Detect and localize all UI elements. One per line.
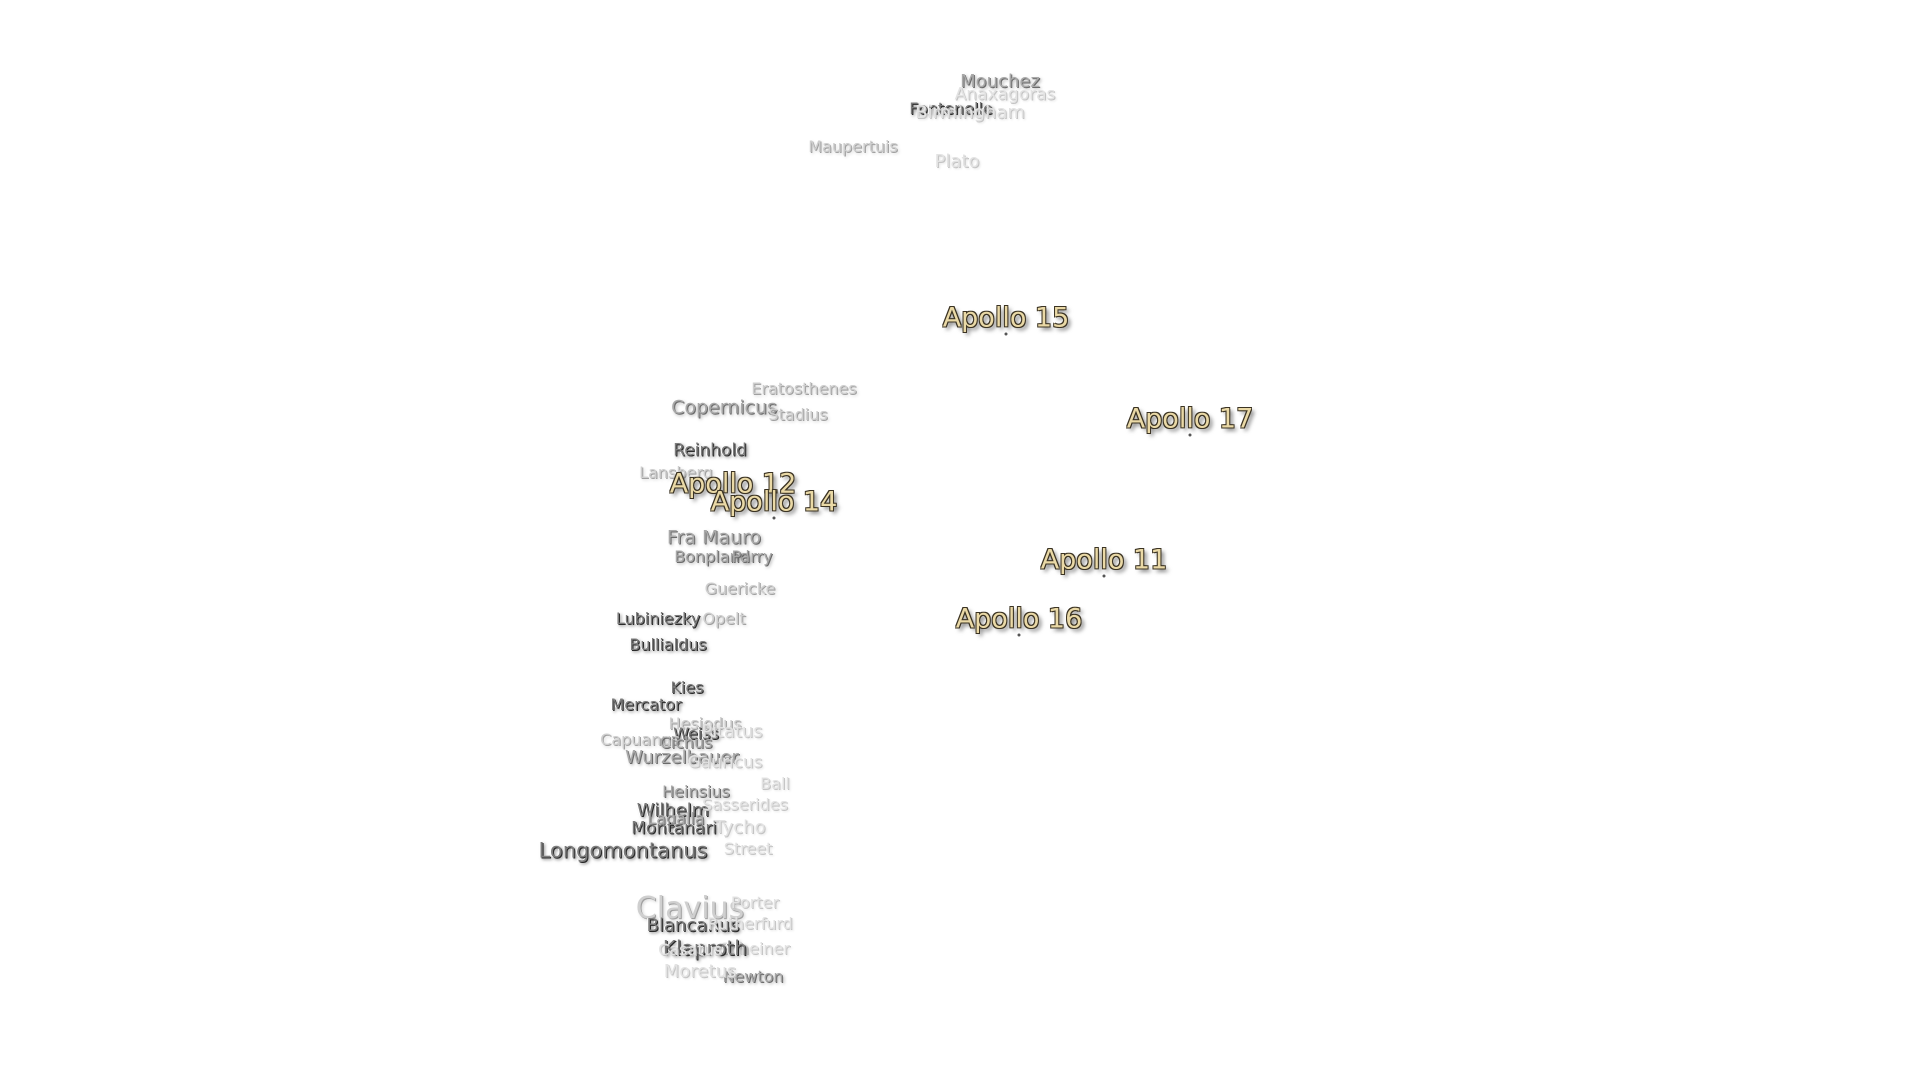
landing-site-label-apollo-12[interactable]: Apollo 12 (669, 468, 797, 500)
crater-label-street: Street (723, 839, 773, 858)
crater-label-bullialdus: Bullialdus (629, 635, 707, 654)
crater-label-tycho: Tycho (714, 817, 766, 838)
crater-label-blancanus: Blancanus (646, 915, 740, 936)
crater-label-capuanus: Capuanus (600, 730, 680, 749)
landing-site-label-apollo-11[interactable]: Apollo 11 (1040, 544, 1168, 576)
crater-label-wurzelbauer: Wurzelbauer (625, 747, 739, 768)
landing-site-marker-apollo-12[interactable] (731, 498, 735, 502)
crater-label-parry: Parry (731, 547, 773, 566)
crater-label-anaxagoras: Anaxagoras (954, 84, 1056, 105)
crater-label-pitatus: Pitatus (701, 721, 763, 742)
crater-label-montanari: Montanari (631, 818, 717, 839)
crater-label-gauricus: Gauricus (687, 752, 763, 773)
crater-label-ball: Ball (760, 774, 790, 793)
crater-label-wilhelm: Wilhelm (636, 800, 710, 821)
crater-label-kies: Kies (670, 678, 704, 697)
crater-label-guericke: Guericke (704, 579, 776, 598)
crater-label-hesiodus: Hesiodus (668, 714, 742, 733)
crater-label-sasserides: Sasserides (702, 795, 788, 814)
crater-label-lubiniezky: Lubiniezky (615, 609, 701, 628)
landing-site-marker-apollo-14[interactable] (772, 516, 776, 520)
crater-label-fontenelle: Fontenelle (909, 99, 993, 118)
landing-site-label-apollo-14[interactable]: Apollo 14 (710, 486, 838, 518)
landing-site-marker-apollo-17[interactable] (1188, 433, 1192, 437)
landing-site-marker-apollo-11[interactable] (1102, 574, 1106, 578)
crater-label-lansberg: Lansberg (639, 463, 713, 482)
crater-label-maupertuis: Maupertuis (808, 137, 898, 156)
crater-label-weiss: Weiss (673, 724, 719, 743)
landing-site-label-apollo-15[interactable]: Apollo 15 (942, 302, 1070, 334)
crater-label-moretus: Moretus (663, 961, 737, 982)
crater-label-heinsius: Heinsius (662, 782, 730, 801)
crater-label-plato: Plato (934, 151, 980, 172)
landing-site-label-apollo-16[interactable]: Apollo 16 (955, 603, 1083, 635)
landing-site-marker-apollo-15[interactable] (1004, 332, 1008, 336)
crater-label-eratosthenes: Eratosthenes (751, 379, 857, 398)
crater-label-scheiner: Scheiner (720, 939, 790, 958)
crater-label-bonpland: Bonpland (674, 547, 750, 566)
crater-label-clavius: Clavius (635, 891, 745, 926)
crater-label-mercator: Mercator (610, 695, 682, 714)
landing-site-label-apollo-17[interactable]: Apollo 17 (1126, 403, 1254, 435)
crater-label-rutherfurd: Rutherfurd (707, 914, 793, 933)
crater-label-longomontanus: Longomontanus (538, 838, 708, 863)
crater-label-porter: Porter (730, 893, 780, 912)
crater-label-fra-mauro: Fra Mauro (666, 526, 762, 549)
crater-label-mouchez: Mouchez (960, 71, 1040, 92)
crater-label-copernicus: Copernicus (671, 396, 777, 419)
crater-label-reinhold: Reinhold (673, 440, 747, 461)
landing-site-marker-apollo-16[interactable] (1017, 633, 1021, 637)
crater-label-opelt: Opelt (702, 609, 746, 628)
crater-label-lagalla: Lagalla (647, 809, 705, 828)
crater-label-casatus: Casatus (658, 940, 722, 959)
crater-label-birmingham: Birmingham (915, 102, 1025, 123)
crater-label-stadius: Stadius (768, 405, 828, 424)
crater-label-cichus: Cichus (659, 733, 713, 752)
crater-label-newton: Newton (722, 967, 784, 986)
crater-label-klaproth: Klaproth (662, 936, 748, 960)
